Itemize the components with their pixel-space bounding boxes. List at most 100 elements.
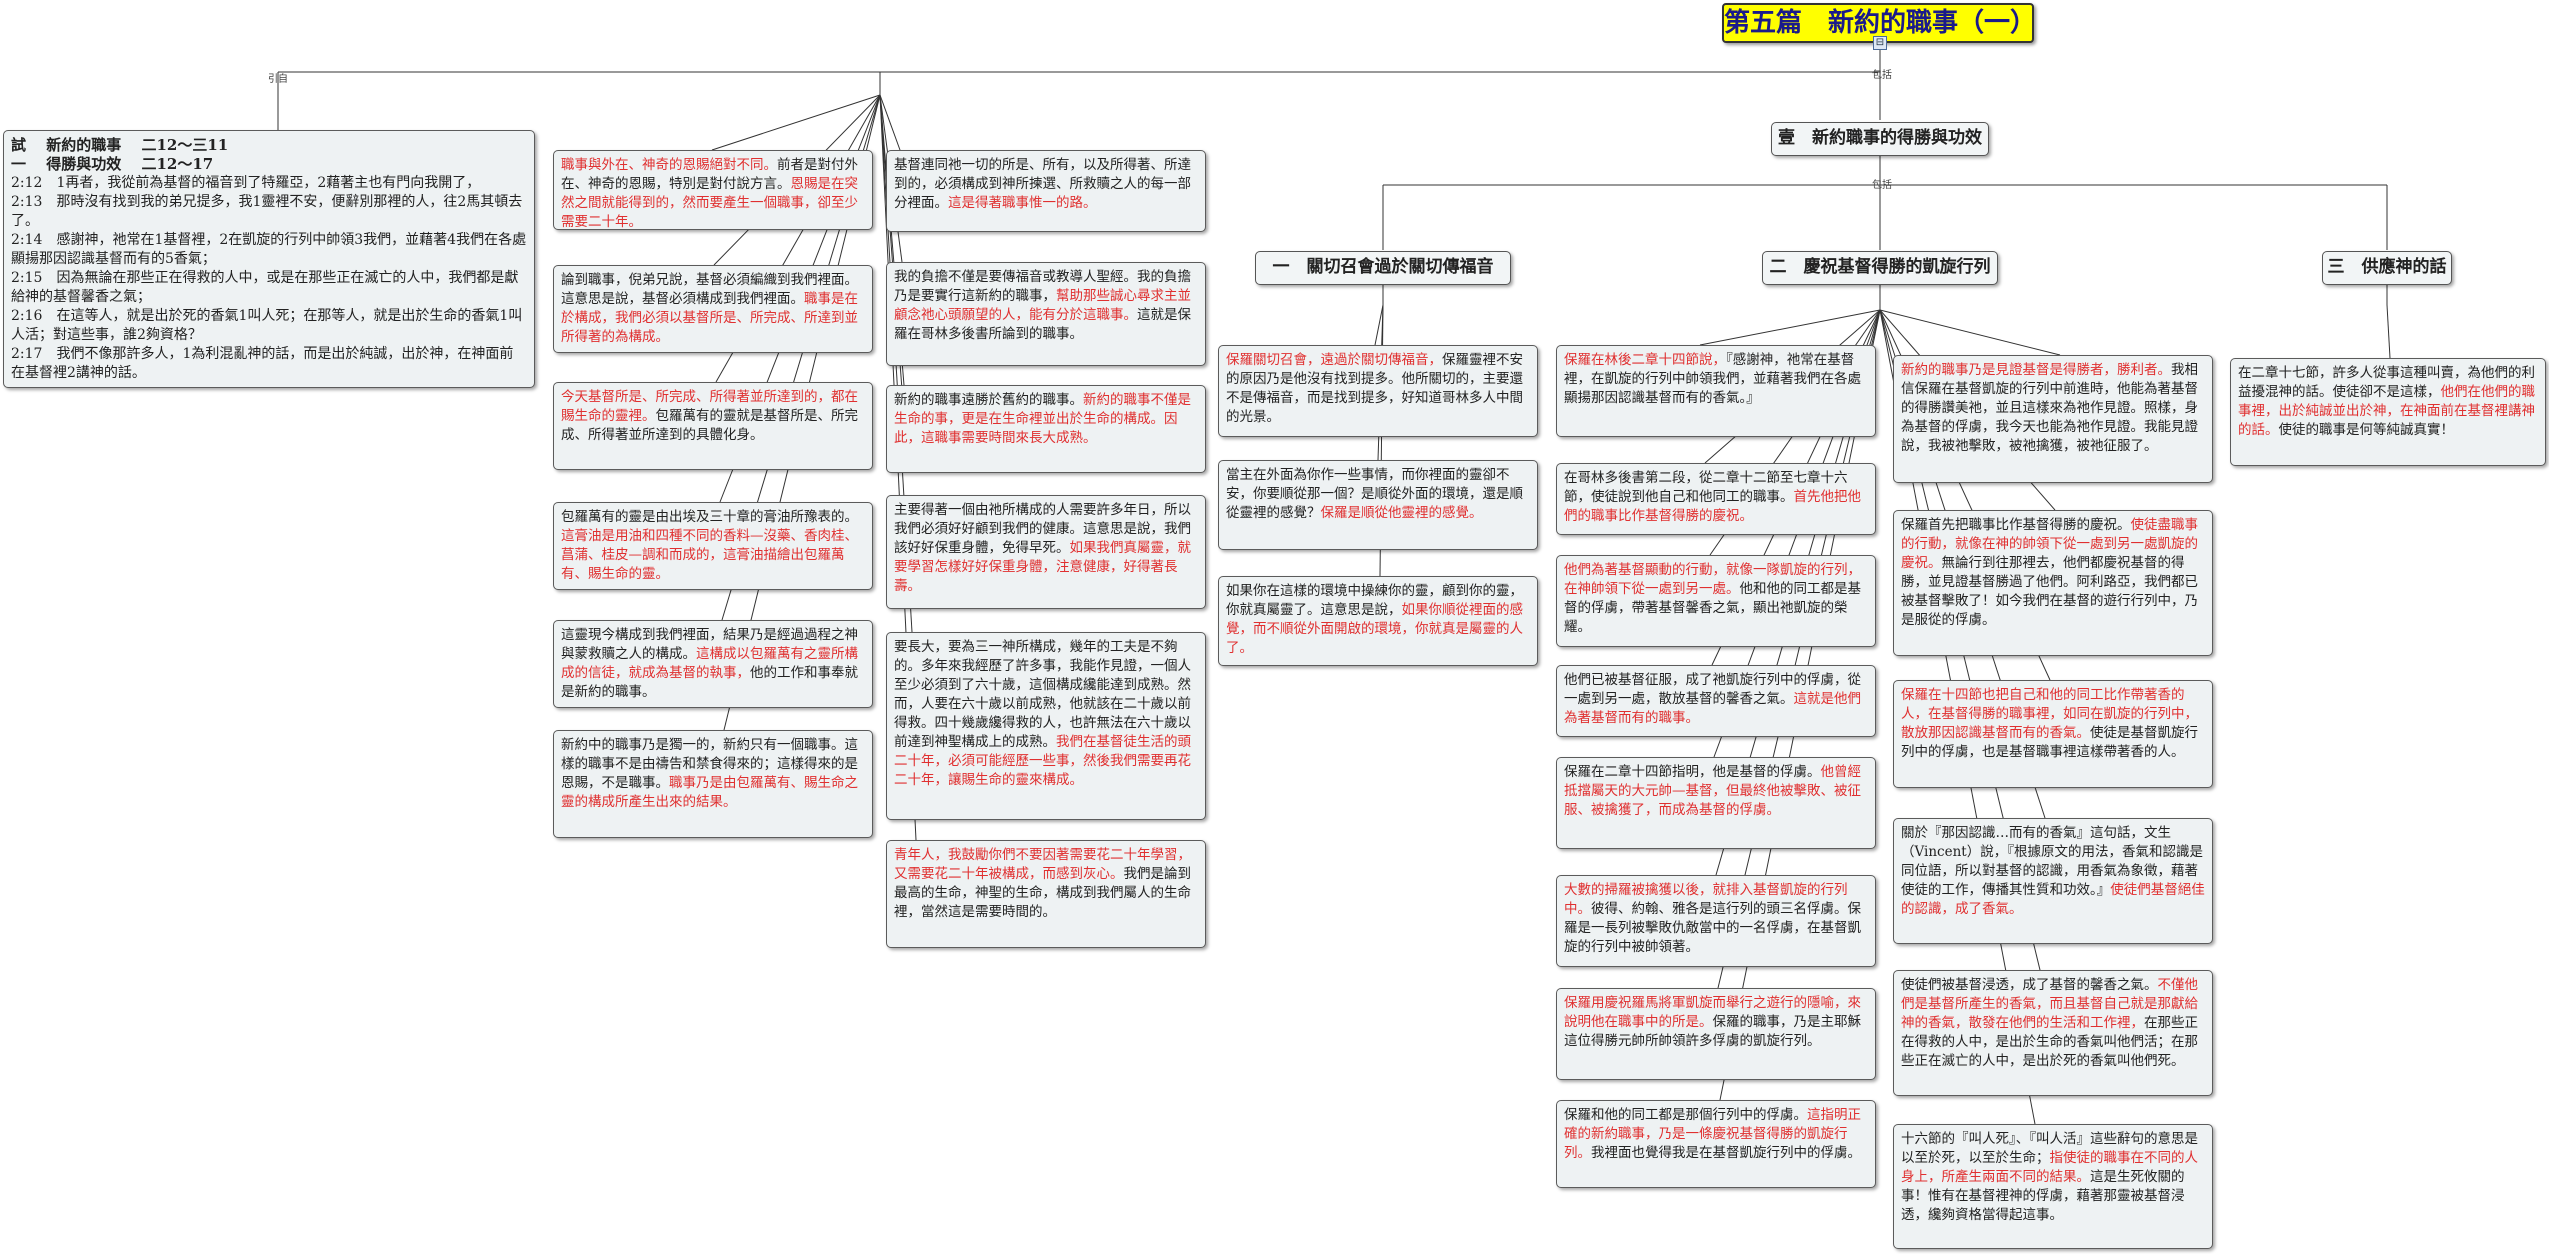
highlight-text: 保羅關切召會，遠過於關切傳福音， (1226, 352, 1442, 368)
note-text: 十六節的『叫人死』、『叫人活』這些辭句的意思是以至於死，以至於生命； (1901, 1131, 2198, 1166)
highlight-text: 如果你順從裡面的感覺，而不順從外面開啟的環境，你就真是屬靈的人了。 (1226, 602, 1523, 656)
branch-label-baokuo: 包括 (1872, 70, 1892, 81)
note-text: 使徒的職事是何等純誠真實！ (2278, 422, 2455, 438)
note-text: 他的工作和事奉就是新約的職事。 (561, 665, 858, 700)
note-text: 無論行到往那裡去，他們都慶祝基督的得勝，並見證基督勝過了他們。阿利路亞，我們都已… (1901, 555, 2198, 628)
note-b4[interactable]: 主要得著一個由祂所構成的人需要許多年日，所以我們必須好好顧到我們的健康。這意思是… (886, 495, 1206, 609)
note-e1[interactable]: 新約的職事乃是見證基督是得勝者，勝利者。我相信保羅在基督凱旋的行列中前進時，他能… (1893, 355, 2213, 483)
note-text: 前者是對付外在、神奇的恩賜，特別是對付說方言。 (561, 157, 858, 192)
note-text: 要長大，要為三一神所構成，幾年的工夫是不夠的。多年來我經歷了許多事，我能作見證，… (894, 639, 1191, 750)
note-a1[interactable]: 職事與外在、神奇的恩賜絕對不同。前者是對付外在、神奇的恩賜，特別是對付說方言。恩… (553, 150, 873, 230)
note-f1[interactable]: 在二章十七節，許多人從事這種叫賣，為他們的利益擾混神的話。使徒卻不是這樣，他們在… (2230, 358, 2546, 466)
note-text: 新約中的職事乃是獨一的，新約只有一個職事。這樣的職事不是由禱告和禁食得來的；這樣… (561, 737, 858, 791)
highlight-text: 職事是在於構成，我們必須以基督所是、所完成、所達到並所得著的為構成。 (561, 291, 858, 345)
note-a5[interactable]: 這靈現今構成到我們裡面，結果乃是經過過程之神與蒙救贖之人的構成。這構成以包羅萬有… (553, 620, 873, 708)
note-d1[interactable]: 保羅在林後二章十四節說，『感謝神，祂常在基督裡，在凱旋的行列中帥領我們，並藉著我… (1556, 345, 1876, 437)
note-c3[interactable]: 如果你在這樣的環境中操練你的靈，顧到你的靈，你就真屬靈了。這意思是說，如果你順從… (1218, 576, 1538, 666)
note-b3[interactable]: 新約的職事遠勝於舊約的職事。新約的職事不僅是生命的事，更是在生命裡並出於生命的構… (886, 385, 1206, 473)
note-text: 保羅首先把職事比作基督得勝的慶祝。 (1901, 517, 2131, 533)
branch-label-yinzhi: 引自 (268, 74, 288, 85)
note-text: 在那些正在得救的人中，是出於生命的香氣叫他們活；在那些正在滅亡的人中，是出於死的… (1901, 1015, 2198, 1069)
note-text: 保羅的職事，乃是主耶穌這位得勝元帥所帥領許多俘虜的凱旋行列。 (1564, 1014, 1861, 1049)
highlight-text: 如果我們真屬靈，就要學習怎樣好好保重身體，注意健康，好得著長壽。 (894, 540, 1191, 594)
highlight-text: 保羅在十四節也把自己和他的同工比作帶著香的人，在基督得勝的職事裡，如同在凱旋的行… (1901, 687, 2198, 741)
highlight-text: 這指明正確的新約職事，乃是一條慶祝基督得勝的凱旋行列。 (1564, 1107, 1861, 1161)
heading-sub1[interactable]: 一 關切召會過於關切傳福音 (1255, 251, 1511, 285)
note-text: 如果你在這樣的環境中操練你的靈，顧到你的靈，你就真屬靈了。這意思是說， (1226, 583, 1523, 618)
note-d6[interactable]: 大數的掃羅被擒獲以後，就排入基督凱旋的行列中。彼得、約翰、雅各是這行列的頭三名俘… (1556, 875, 1876, 967)
note-b1[interactable]: 基督連同祂一切的所是、所有，以及所得著、所達到的，必須構成到神所揀選、所救贖之人… (886, 150, 1206, 232)
note-text: 他們已被基督征服，成了祂凱旋行列中的俘虜，從一處到另一處，散放基督的馨香之氣。 (1564, 672, 1861, 707)
note-e3[interactable]: 保羅在十四節也把自己和他的同工比作帶著香的人，在基督得勝的職事裡，如同在凱旋的行… (1893, 680, 2213, 788)
scripture-box[interactable]: 試 新約的職事 二12～三11 一 得勝與功效 二12～17 2:12 1再者，… (3, 130, 535, 388)
highlight-text: 我們在基督徒生活的頭二十年，必須可能經歷一些事，然後我們需要再花二十年，讓賜生命… (894, 734, 1191, 788)
highlight-text: 他們在他們的職事裡，出於純誠並出於神，在神面前在基督裡講神的話。 (2238, 384, 2535, 438)
highlight-text: 今天基督所是、所完成、所得著並所達到的，都在賜生命的靈裡。 (561, 389, 858, 424)
note-d7[interactable]: 保羅用慶祝羅馬將軍凱旋而舉行之遊行的隱喻，來說明他在職事中的所是。保羅的職事，乃… (1556, 988, 1876, 1080)
highlight-text: 保羅用慶祝羅馬將軍凱旋而舉行之遊行的隱喻，來說明他在職事中的所是。 (1564, 995, 1861, 1030)
verse-2-14: 2:14 感謝神，祂常在1基督裡，2在凱旋的行列中帥領3我們，並藉著4我們在各處… (11, 232, 527, 267)
highlight-text: 這就是他們為著基督而有的職事。 (1564, 691, 1861, 726)
branch-label-baokuo-2: 包括 (1872, 180, 1892, 191)
note-b5[interactable]: 要長大，要為三一神所構成，幾年的工夫是不夠的。多年來我經歷了許多事，我能作見證，… (886, 632, 1206, 820)
highlight-text: 青年人，我鼓勵你們不要因著需要花二十年學習，又需要花二十年被構成，而感到灰心。 (894, 847, 1191, 882)
note-text: 在哥林多後書第二段，從二章十二節至七章十六節，使徒說到他自己和他同工的職事。 (1564, 470, 1848, 505)
note-a4[interactable]: 包羅萬有的靈是由出埃及三十章的膏油所豫表的。這膏油是用油和四種不同的香料—沒藥、… (553, 502, 873, 590)
highlight-text: 這構成以包羅萬有之靈所構成的信徒，就成為基督的執事， (561, 646, 858, 681)
note-text: 我們是論到最高的生命，神聖的生命，構成到我們屬人的生命裡，當然這是需要時間的。 (894, 866, 1191, 920)
note-a6[interactable]: 新約中的職事乃是獨一的，新約只有一個職事。這樣的職事不是由禱告和禁食得來的；這樣… (553, 730, 873, 838)
note-d2[interactable]: 在哥林多後書第二段，從二章十二節至七章十六節，使徒說到他自己和他同工的職事。首先… (1556, 463, 1876, 535)
highlight-text: 這膏油是用油和四種不同的香料—沒藥、香肉桂、菖蒲、桂皮—調和而成的，這膏油描繪出… (561, 528, 858, 582)
note-e5[interactable]: 使徒們被基督浸透，成了基督的馨香之氣。不僅他們是基督所產生的香氣，而且基督自己就… (1893, 970, 2213, 1096)
note-b6[interactable]: 青年人，我鼓勵你們不要因著需要花二十年學習，又需要花二十年被構成，而感到灰心。我… (886, 840, 1206, 948)
highlight-text: 新約的職事乃是見證基督是得勝者，勝利者。 (1901, 362, 2171, 378)
highlight-text: 他曾經抵擋屬天的大元帥—基督，但最終他被擊敗、被征服、被擒獲了，而成為基督的俘虜… (1564, 764, 1861, 818)
note-text: 關於『那因認識…而有的香氣』這句話，文生（Vincent）說，『根據原文的用法，… (1901, 825, 2203, 898)
verse-2-15: 2:15 因為無論在那些正在得救的人中，或是在那些正在滅亡的人中，我們都是獻給神… (11, 270, 519, 305)
note-text: 使徒是基督凱旋行列中的俘虜，也是基督職事裡這樣帶著香的人。 (1901, 725, 2198, 760)
note-text: 這是生死攸關的事！惟有在基督裡神的俘虜，藉著那靈被基督浸透，纔夠資格當得起這事。 (1901, 1169, 2185, 1223)
note-a2[interactable]: 論到職事，倪弟兄說，基督必須編織到我們裡面。這意思是說，基督必須構成到我們裡面。… (553, 265, 873, 353)
note-text: 新約的職事遠勝於舊約的職事。 (894, 392, 1083, 408)
note-text: 我裡面也覺得我是在基督凱旋行列中的俘虜。 (1591, 1145, 1861, 1161)
note-e2[interactable]: 保羅首先把職事比作基督得勝的慶祝。使徒盡職事的行動，就像在神的帥領下從一處到另一… (1893, 510, 2213, 656)
highlight-text: 保羅是順從他靈裡的感覺。 (1320, 505, 1483, 521)
heading-sub2[interactable]: 二 慶祝基督得勝的凱旋行列 (1762, 251, 1998, 285)
highlight-text: 使徒們基督絕佳的認識，成了香氣。 (1901, 882, 2205, 917)
note-d4[interactable]: 他們已被基督征服，成了祂凱旋行列中的俘虜，從一處到另一處，散放基督的馨香之氣。這… (1556, 665, 1876, 737)
note-c1[interactable]: 保羅關切召會，遠過於關切傳福音，保羅靈裡不安的原因乃是他沒有找到提多。他所關切的… (1218, 345, 1538, 437)
note-text: 包羅萬有的靈就是基督所是、所完成、所得著並所達到的具體化身。 (561, 408, 858, 443)
note-e6[interactable]: 十六節的『叫人死』、『叫人活』這些辭句的意思是以至於死，以至於生命；指使徒的職事… (1893, 1124, 2213, 1249)
highlight-text: 使徒盡職事的行動，就像在神的帥領下從一處到另一處凱旋的慶祝。 (1901, 517, 2198, 571)
highlight-text: 不僅他們是基督所產生的香氣，而且基督自己就是那獻給神的香氣，散發在他們的生活和工… (1901, 977, 2198, 1031)
note-text: 使徒們被基督浸透，成了基督的馨香之氣。 (1901, 977, 2158, 993)
note-d3[interactable]: 他們為著基督顯動的行動，就像一隊凱旋的行列，在神帥領下從一處到另一處。他和他的同… (1556, 555, 1876, 647)
note-d8[interactable]: 保羅和他的同工都是那個行列中的俘虜。這指明正確的新約職事，乃是一條慶祝基督得勝的… (1556, 1100, 1876, 1188)
note-c2[interactable]: 當主在外面為你作一些事情，而你裡面的靈卻不安，你要順從那一個？是順從外面的環境，… (1218, 460, 1538, 550)
highlight-text: 他們為著基督顯動的行動，就像一隊凱旋的行列，在神帥領下從一處到另一處。 (1564, 562, 1861, 597)
note-text: 當主在外面為你作一些事情，而你裡面的靈卻不安，你要順從那一個？是順從外面的環境，… (1226, 467, 1523, 521)
note-b2[interactable]: 我的負擔不僅是要傳福音或教導人聖經。我的負擔乃是要實行這新約的職事，幫助那些誠心… (886, 262, 1206, 366)
highlight-text: 職事乃是由包羅萬有、賜生命之靈的構成所產生出來的結果。 (561, 775, 858, 810)
heading-main[interactable]: 壹 新約職事的得勝與功效 (1771, 122, 1989, 156)
note-a3[interactable]: 今天基督所是、所完成、所得著並所達到的，都在賜生命的靈裡。包羅萬有的靈就是基督所… (553, 382, 873, 470)
note-text: 彼得、約翰、雅各是這行列的頭三名俘虜。保羅是一長列被擊敗仇敵當中的一名俘虜，在基… (1564, 901, 1861, 955)
note-text: 保羅靈裡不安的原因乃是他沒有找到提多。他所關切的，主要還不是傳福音，而是找到提多… (1226, 352, 1523, 425)
highlight-text: 首先他把他們的職事比作基督得勝的慶祝。 (1564, 489, 1861, 524)
note-text: 在二章十七節，許多人從事這種叫賣，為他們的利益擾混神的話。使徒卻不是這樣， (2238, 365, 2535, 400)
collapse-toggle-icon[interactable]: ⊟ (1873, 36, 1887, 50)
note-text: 我的負擔不僅是要傳福音或教導人聖經。我的負擔乃是要實行這新約的職事， (894, 269, 1191, 304)
verse-2-16: 2:16 在這等人，就是出於死的香氣1叫人死；在那等人，就是出於生命的香氣1叫人… (11, 308, 523, 343)
highlight-text: 大數的掃羅被擒獲以後，就排入基督凱旋的行列中。 (1564, 882, 1848, 917)
note-e4[interactable]: 關於『那因認識…而有的香氣』這句話，文生（Vincent）說，『根據原文的用法，… (1893, 818, 2213, 944)
note-d5[interactable]: 保羅在二章十四節指明，他是基督的俘虜。他曾經抵擋屬天的大元帥—基督，但最終他被擊… (1556, 757, 1876, 849)
note-text: 包羅萬有的靈是由出埃及三十章的膏油所豫表的。 (561, 509, 858, 525)
highlight-text: 幫助那些誠心尋求主並顧念祂心頭願望的人，能有分於這職事。 (894, 288, 1191, 323)
note-text: 這靈現今構成到我們裡面，結果乃是經過過程之神與蒙救贖之人的構成。 (561, 627, 858, 662)
note-text: 保羅和他的同工都是那個行列中的俘虜。 (1564, 1107, 1807, 1123)
heading-sub3[interactable]: 三 供應神的話 (2322, 251, 2452, 285)
highlight-text: 保羅在林後二章十四節說， (1564, 352, 1726, 368)
note-text: 主要得著一個由祂所構成的人需要許多年日，所以我們必須好好顧到我們的健康。這意思是… (894, 502, 1191, 556)
scripture-heading-2: 一 得勝與功效 二12～17 (11, 155, 214, 173)
note-text: 他和他的同工都是基督的俘虜，帶著基督馨香之氣，顯出祂凱旋的榮耀。 (1564, 581, 1861, 635)
